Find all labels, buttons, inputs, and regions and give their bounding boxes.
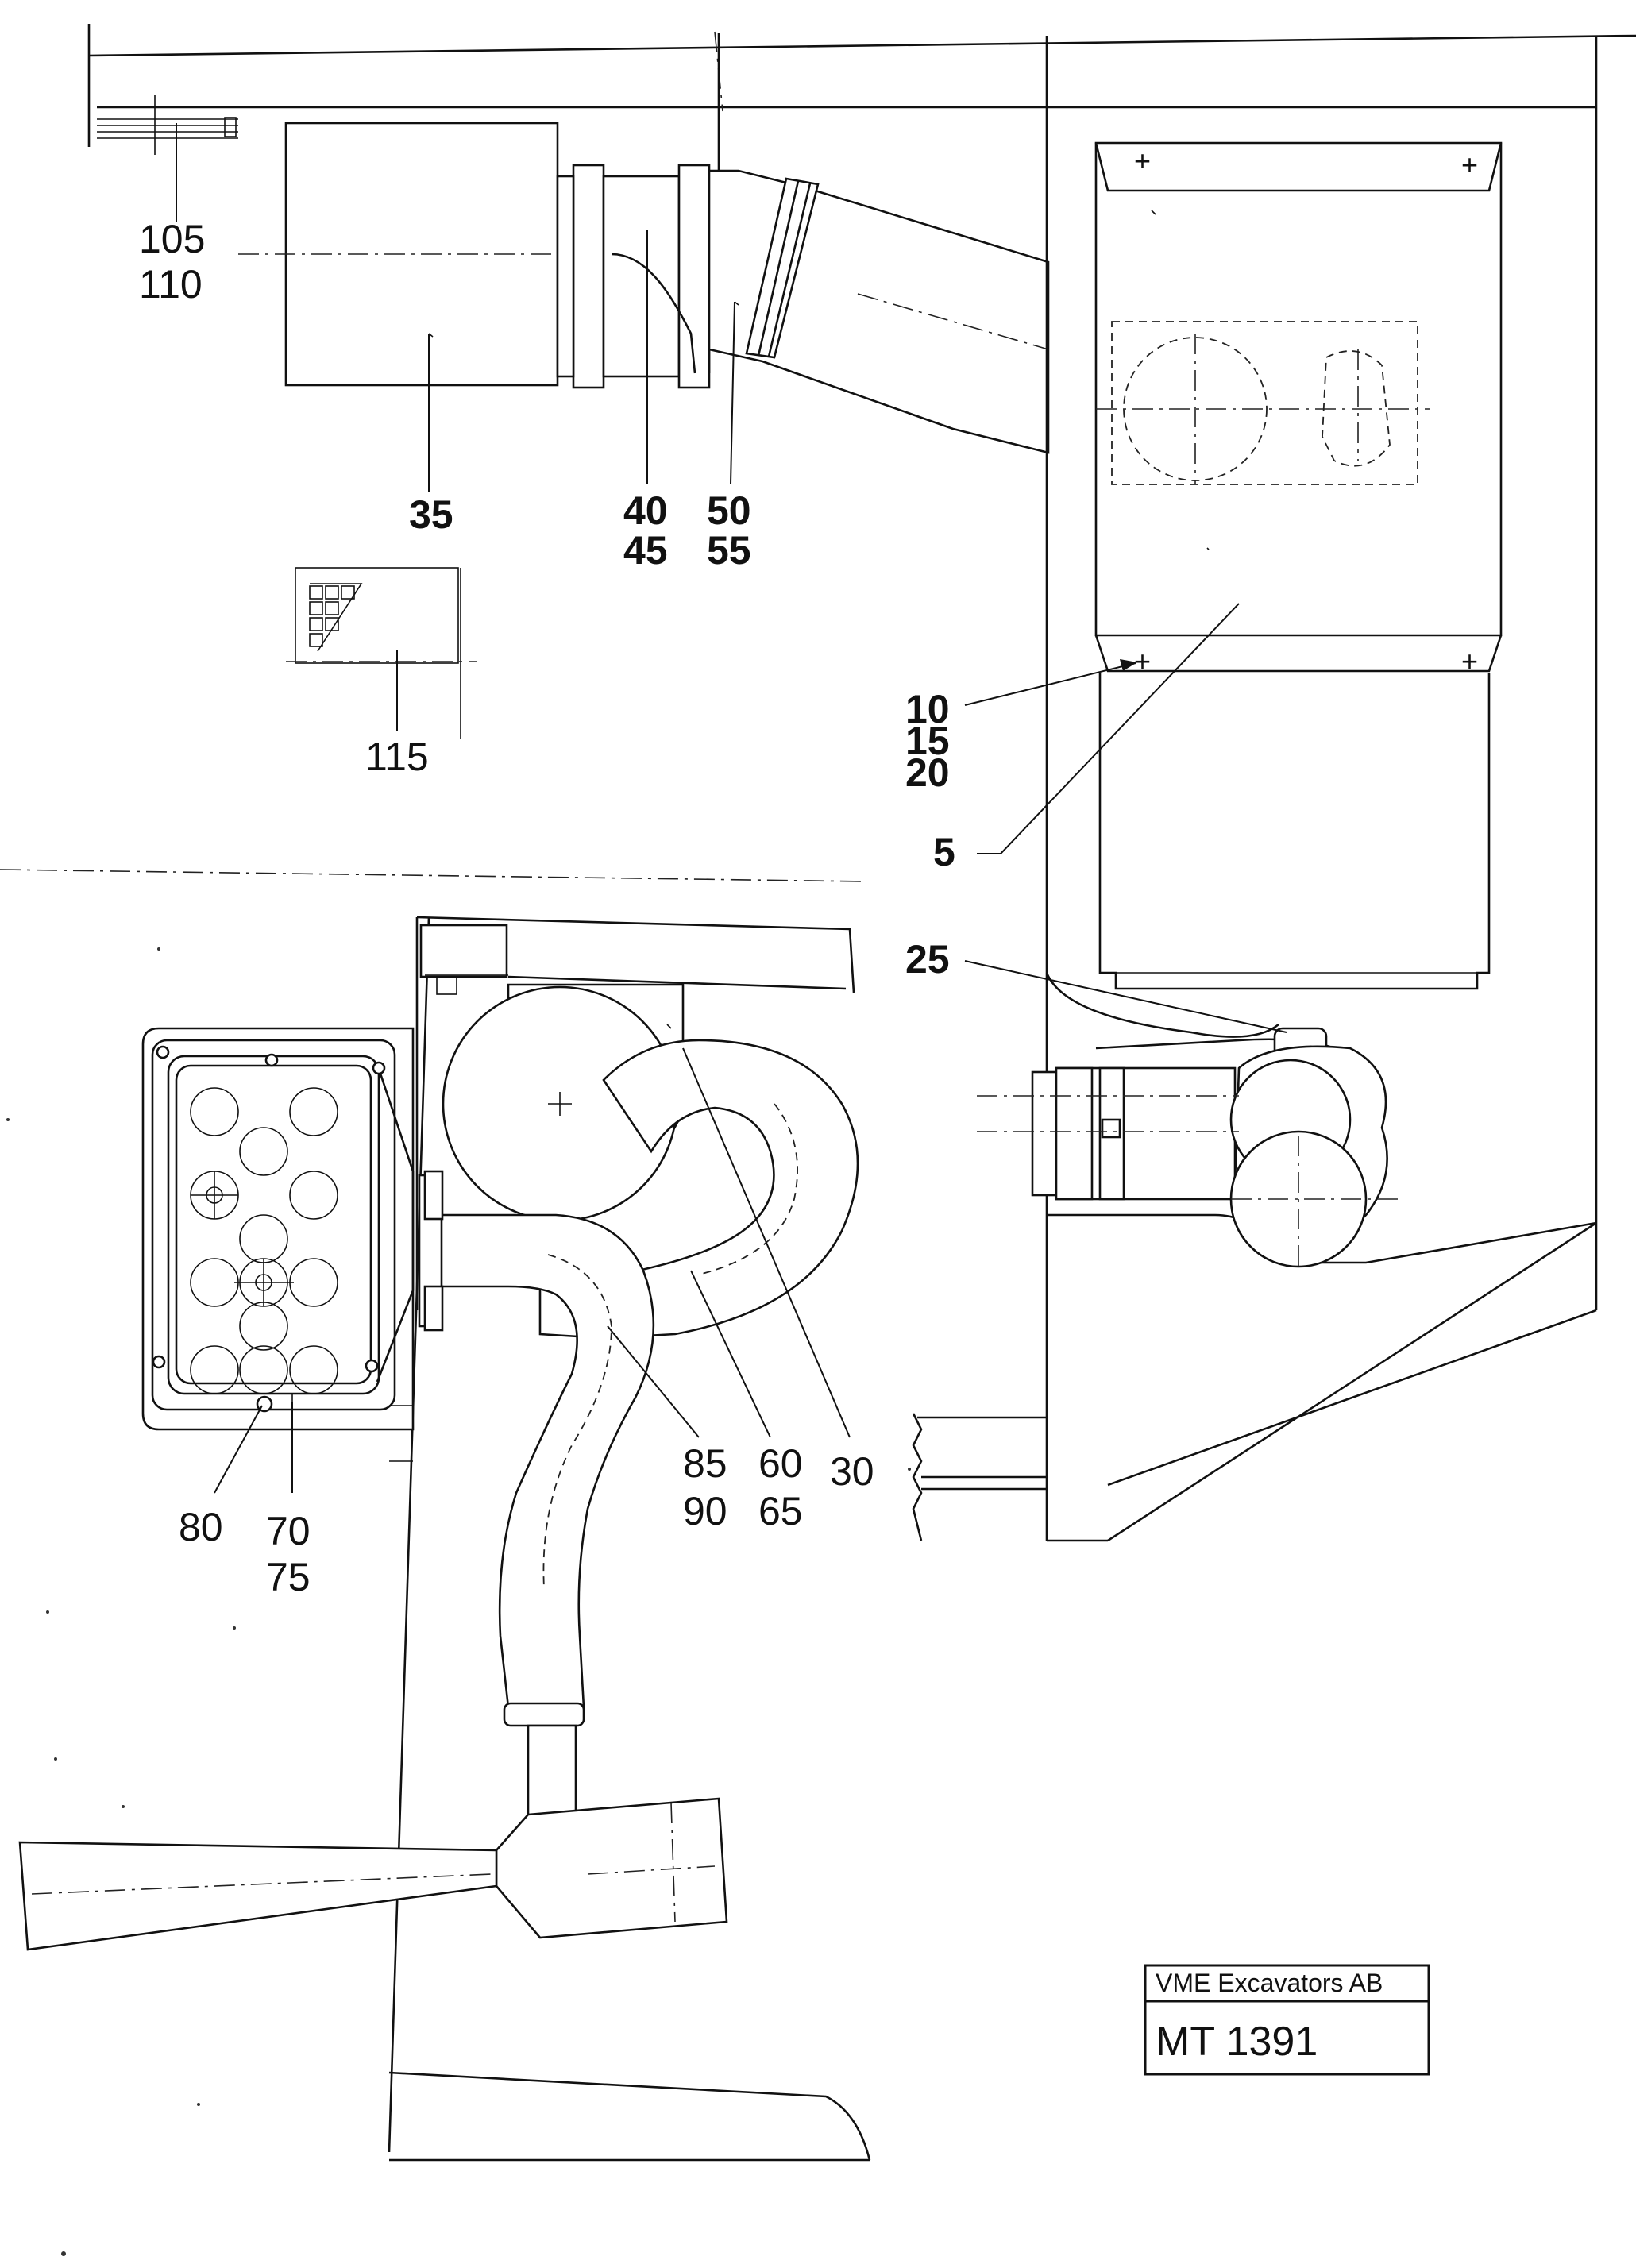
- filter-panel: + + + +: [1094, 141, 1503, 990]
- svg-text:+: +: [1461, 645, 1478, 677]
- svg-text:+: +: [1134, 145, 1151, 177]
- drafting-marks: [6, 947, 911, 2256]
- callout-110: 110: [139, 262, 203, 307]
- svg-text:+: +: [1134, 645, 1151, 677]
- callout-55: 55: [707, 528, 751, 573]
- callout-30: 30: [830, 1449, 874, 1494]
- callout-15: 15: [905, 719, 950, 763]
- screw-icon: [156, 1045, 170, 1059]
- callout-25: 25: [905, 937, 950, 982]
- screw-icon: [152, 1355, 166, 1369]
- screw-icon: [264, 1053, 279, 1067]
- title-block-drawing-number: MT 1391: [1156, 2019, 1318, 2065]
- defroster-nozzle: [18, 1841, 498, 1951]
- callout-80: 80: [179, 1505, 223, 1549]
- callout-115: 115: [365, 735, 429, 779]
- vent-panel: [141, 1027, 415, 1431]
- callout-60: 60: [758, 1441, 803, 1486]
- cab-side-wall: [1045, 36, 1598, 1542]
- callout-85: 85: [683, 1441, 727, 1486]
- lower-hose: [439, 1213, 655, 1709]
- title-block-company: VME Excavators AB: [1156, 1969, 1383, 1997]
- screw-icon: [365, 1359, 379, 1373]
- floor-edge: [912, 1413, 1047, 1541]
- callout-50: 50: [707, 488, 751, 533]
- callout-105: 105: [139, 217, 205, 261]
- svg-text:+: +: [1461, 148, 1478, 181]
- callout-35: 35: [409, 492, 453, 537]
- hose-coupling: [503, 1702, 585, 1727]
- callout-70: 70: [266, 1509, 311, 1553]
- s-bend-hose: [538, 1039, 859, 1340]
- adapter-sleeve: [602, 175, 681, 378]
- ducting-assembly: [18, 916, 871, 2162]
- blower-assembly: [977, 972, 1398, 1271]
- callout-20: 20: [905, 750, 950, 795]
- callout-5: 5: [933, 830, 955, 874]
- air-filter-assembly: [238, 122, 1050, 454]
- panel-lower-box: [1098, 673, 1491, 990]
- title-block: VME Excavators AB MT 1391: [1144, 1964, 1430, 2076]
- hose-clamp-right: [677, 164, 711, 389]
- screw-icon: [372, 1061, 386, 1075]
- hose-clamp-left: [572, 164, 605, 389]
- nozzle-housing: [495, 1797, 728, 1939]
- callout-10: 10: [905, 687, 950, 731]
- callout-40: 40: [623, 488, 668, 533]
- callout-65: 65: [758, 1489, 803, 1533]
- panel-cover: [1094, 141, 1503, 637]
- callout-90: 90: [683, 1489, 727, 1533]
- callout-75: 75: [266, 1555, 311, 1599]
- grille-detail: [286, 567, 477, 739]
- callout-45: 45: [623, 528, 668, 573]
